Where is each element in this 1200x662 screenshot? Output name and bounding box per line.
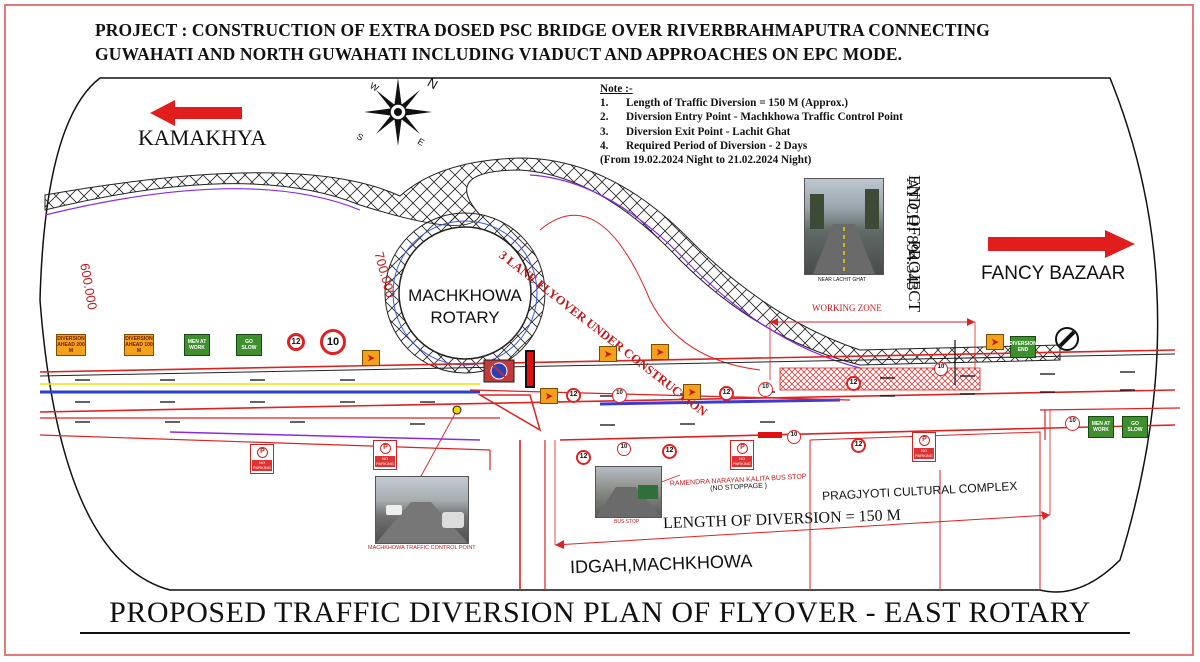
note-item-2: 2.Diversion Entry Point - Machkhowa Traf… [600,111,903,124]
note-item-4: 4.Required Period of Diversion - 2 Days [600,139,808,152]
notes-block: Note :- 1.Length of Traffic Diversion = … [600,82,903,167]
note-item-3: 3.Diversion Exit Point - Lachit Ghat [600,125,791,138]
end-project-chainage: AT CH: 894.343 [903,178,922,291]
sign-diversion-arrow-4: ➤ [540,388,558,404]
parking-icon: P [919,435,930,446]
diagram-title: PROPOSED TRAFFIC DIVERSION PLAN OF FLYOV… [109,596,1091,629]
curve-arrow-icon: ➤ [688,387,696,397]
plan-outline [39,77,1159,593]
no-overtaking-sign-4: 12 [846,376,861,391]
sign-diversion-arrow-5: ➤ [683,384,701,400]
sign-men-at-work-left: MEN AT WORK [184,334,210,356]
working-zone-label: WORKING ZONE [812,303,882,313]
parking-icon: P [737,443,748,454]
page-border [4,4,1194,656]
arrow-right-fancy-bazaar [988,230,1135,258]
photo-caption-machkhowa: MACHKHOWA TRAFFIC CONTROL POINT [368,545,476,551]
speed-limit-sign-3: 10 [758,382,773,397]
photo-machkhowa-control-point [375,476,469,544]
project-title-line1: PROJECT : CONSTRUCTION OF EXTRA DOSED PS… [95,20,990,40]
sign-go-slow-right: GO SLOW [1122,416,1148,438]
curve-arrow-icon: ➤ [367,353,375,363]
curve-arrow-icon: ➤ [545,391,553,401]
project-title: PROJECT : CONSTRUCTION OF EXTRA DOSED PS… [95,18,990,66]
no-overtaking-sign-1: 12 [287,333,305,351]
sign-diversion-arrow-1: ➤ [362,350,380,366]
sign-men-at-work-right: MEN AT WORK [1088,416,1114,438]
photo-near-lachit-ghat [804,178,884,275]
sign-diversion-ahead-200: DIVERSION AHEAD 200 M [56,334,86,356]
curve-arrow-icon: ➤ [991,337,999,347]
arrow-left-kamakhya [150,100,242,126]
note-item-1: 1.Length of Traffic Diversion = 150 M (A… [600,97,849,110]
curve-arrow-icon: ➤ [656,347,664,357]
compass-rose [364,78,432,146]
parking-icon: P [257,447,268,458]
no-overtaking-sign-3: 12 [719,386,734,401]
place-fancy-bazaar: FANCY BAZAAR [981,263,1126,284]
parking-icon: P [380,443,391,454]
photo-bus-stop [595,466,662,518]
sign-diversion-ahead-100: DIVERSION AHEAD 100 M [124,334,154,356]
no-overtaking-sign-2: 12 [566,388,581,403]
photo-road-sketch [376,502,468,543]
project-title-line2: GUWAHATI AND NORTH GUWAHATI INCLUDING VI… [95,44,903,64]
place-kamakhya: KAMAKHYA [138,125,267,150]
machkhowa-rotary-label: MACHKHOWA ROTARY [405,285,525,329]
title-underline [80,632,1130,634]
photo-road-sketch [596,485,661,517]
photo-road-sketch [810,189,879,274]
speed-limit-sign-4: 10 [934,362,948,376]
photo-caption-lachit: NEAR LACHIT GHAT [818,277,866,283]
rotary-label-line1: MACHKHOWA [408,286,522,305]
rotary-label-line2: ROTARY [430,308,500,327]
sign-diversion-arrow-2: ➤ [599,346,617,362]
sign-diversion-end: DIVERSION END [1009,336,1037,358]
sign-diversion-arrow-3: ➤ [651,344,669,360]
sign-go-slow-left: GO SLOW [236,334,262,356]
flyover-structure [44,157,1061,366]
speed-limit-sign: 10 [320,329,346,355]
speed-limit-sign-7: 10 [1065,416,1080,431]
curve-arrow-icon: ➤ [604,349,612,359]
notes-heading: Note :- [600,83,633,95]
speed-limit-sign-5: 10 [617,442,631,456]
no-overtaking-sign-5: 12 [576,450,591,465]
sign-diversion-arrow-6: ➤ [986,334,1004,350]
note-period: (From 19.02.2024 Night to 21.02.2024 Nig… [600,154,812,167]
no-overtaking-sign-6: 12 [662,444,677,459]
photo-caption-bus-stop: BUS STOP [614,519,640,525]
no-overtaking-sign-7: 12 [851,438,866,453]
speed-limit-sign-6: 10 [787,430,801,444]
speed-limit-sign-2: 10 [612,388,627,403]
